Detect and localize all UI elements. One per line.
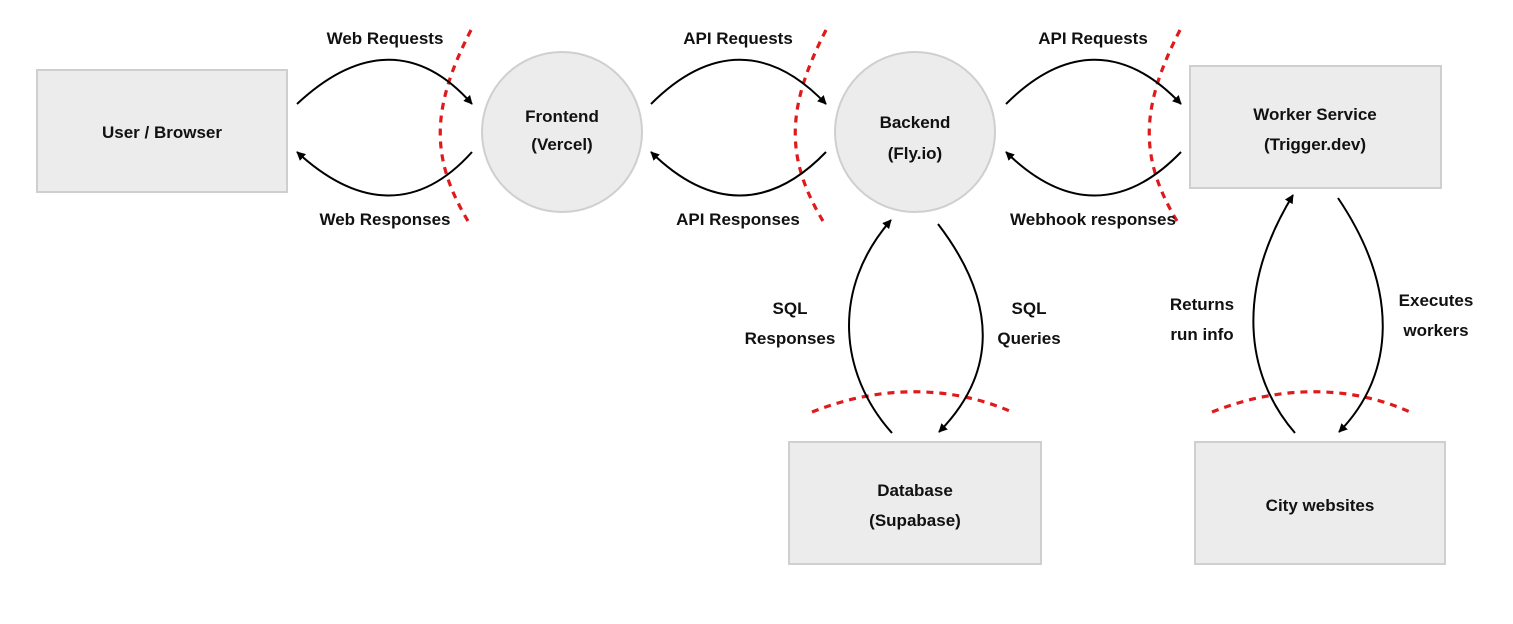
node-backend: Backend (Fly.io)	[834, 51, 996, 213]
arrow-web-responses	[296, 151, 473, 197]
label-sql-queries-line1: SQL	[1012, 299, 1047, 318]
label-returns-run-info-line2: run info	[1170, 325, 1233, 344]
node-frontend-host: (Vercel)	[531, 135, 592, 154]
label-executes-workers-line1: Executes	[1399, 291, 1474, 310]
boundary-browser-frontend	[438, 29, 473, 227]
arrow-sql-responses	[848, 219, 893, 434]
arrow-web-requests	[296, 58, 473, 105]
label-api-requests-backend: API Requests	[1038, 29, 1148, 48]
flow-arrows	[296, 58, 1384, 434]
node-database-host: (Supabase)	[869, 511, 961, 530]
arrow-executes-workers	[1337, 197, 1384, 433]
arrow-api-requests-frontend	[650, 58, 827, 105]
node-city-label: City websites	[1266, 496, 1375, 515]
edge-labels: Web Requests Web Responses API Requests …	[319, 29, 1473, 348]
node-backend-host: (Fly.io)	[888, 144, 942, 163]
node-worker-host: (Trigger.dev)	[1264, 135, 1366, 154]
arrow-sql-queries	[937, 223, 984, 433]
node-frontend: Frontend (Vercel)	[481, 51, 643, 213]
node-user-browser: User / Browser	[36, 69, 288, 193]
node-backend-title: Backend	[880, 113, 951, 132]
node-database: Database (Supabase)	[788, 441, 1042, 565]
boundary-backend-worker	[1147, 29, 1182, 227]
label-web-responses: Web Responses	[319, 210, 450, 229]
arrow-webhook-responses	[1005, 151, 1182, 197]
label-sql-queries-line2: Queries	[997, 329, 1060, 348]
trust-boundaries	[438, 29, 1411, 414]
label-returns-run-info-line1: Returns	[1170, 295, 1234, 314]
node-city-websites: City websites	[1194, 441, 1446, 565]
node-worker-service: Worker Service (Trigger.dev)	[1189, 65, 1442, 189]
label-web-requests: Web Requests	[327, 29, 444, 48]
label-sql-responses-line1: SQL	[773, 299, 808, 318]
boundary-city-websites	[1211, 390, 1411, 414]
arrow-api-responses-frontend	[650, 151, 827, 197]
label-webhook-responses: Webhook responses	[1010, 210, 1176, 229]
node-database-title: Database	[877, 481, 953, 500]
label-executes-workers-line2: workers	[1402, 321, 1468, 340]
node-user-browser-label: User / Browser	[102, 123, 222, 142]
label-api-requests-frontend: API Requests	[683, 29, 793, 48]
boundary-database	[811, 390, 1013, 414]
arrow-returns-run-info	[1252, 194, 1296, 434]
label-api-responses-frontend: API Responses	[676, 210, 800, 229]
node-worker-title: Worker Service	[1253, 105, 1376, 124]
boundary-frontend-backend	[793, 29, 828, 227]
node-frontend-title: Frontend	[525, 107, 599, 126]
arrow-api-requests-backend	[1005, 58, 1182, 105]
label-sql-responses-line2: Responses	[745, 329, 836, 348]
